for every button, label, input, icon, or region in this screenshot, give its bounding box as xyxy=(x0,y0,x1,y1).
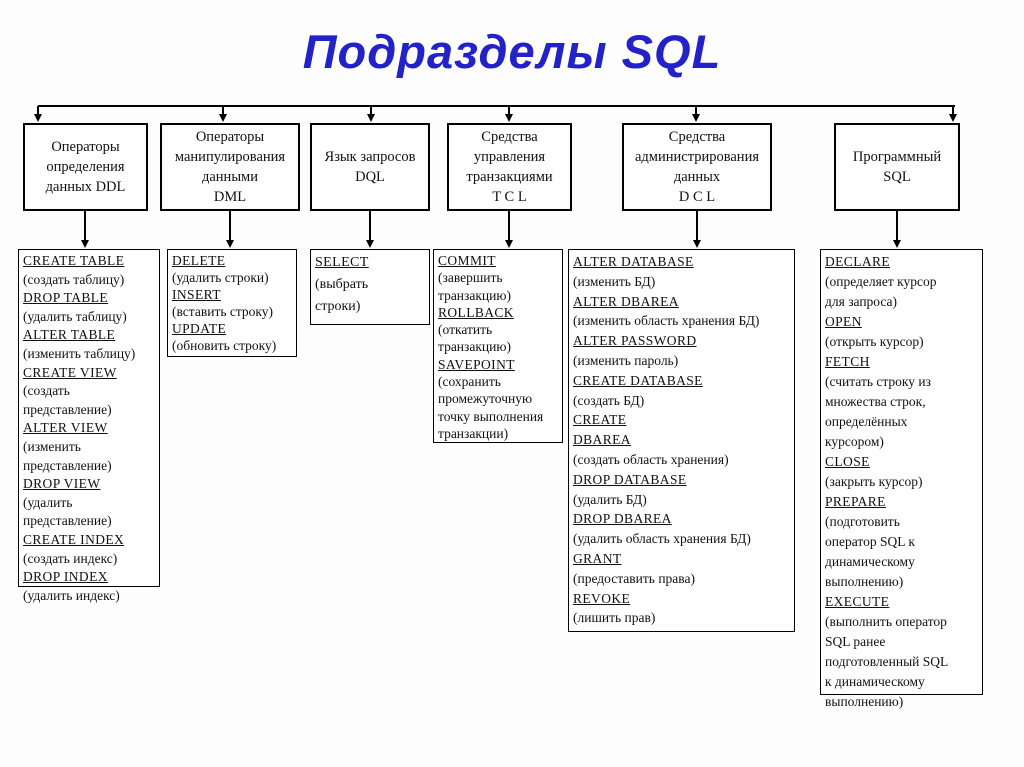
commands-box-dml: DELETE (удалить строки) INSERT (вставить ст… xyxy=(167,249,297,357)
sql-command: CREATE DBAREA xyxy=(573,412,631,448)
arrow-down-icon xyxy=(81,211,89,248)
sql-command-description: (обновить строку) xyxy=(172,338,277,353)
commands-box-prog-sql: DECLARE (определяет курсор для запроса) OP… xyxy=(820,249,983,709)
header-box-dql: Язык запросов DQL xyxy=(310,123,430,211)
sql-command-description: (определяет курсор для запроса) xyxy=(825,274,937,309)
sql-command: CLOSE xyxy=(825,454,870,469)
sql-command-description: (создать представление) xyxy=(23,383,112,417)
sql-command: COMMIT xyxy=(438,253,496,268)
header-label: Средства администрирования данных D C L xyxy=(634,129,759,205)
sql-command: FETCH xyxy=(825,354,870,369)
sql-command: INSERT xyxy=(172,287,221,302)
sql-command-description: (создать область хранения) xyxy=(573,451,729,467)
sql-command-description: (удалить таблицу) xyxy=(23,308,127,324)
sql-command: DROP VIEW xyxy=(23,476,101,492)
header-label: Операторы определения данных DDL xyxy=(45,139,126,195)
sql-command-description: (изменить представление) xyxy=(23,438,112,473)
arrow-down-icon xyxy=(226,211,234,248)
sql-command: ALTER TABLE xyxy=(23,327,116,343)
arrow-down-icon xyxy=(219,106,227,122)
header-label: Программный SQL xyxy=(852,149,942,185)
sql-command: PREPARE xyxy=(825,494,886,509)
sql-command: GRANT xyxy=(573,550,622,566)
arrow-down-icon xyxy=(693,211,701,248)
sql-command: OPEN xyxy=(825,314,862,329)
commands-box-tcl: COMMIT (завершить транзакцию)ROLLBACK (отк… xyxy=(433,249,563,443)
header-box-tcl: Средства управления транзакциями T C L xyxy=(447,123,572,211)
sql-command: ALTER DATABASE xyxy=(573,254,694,269)
sql-command: DROP DATABASE xyxy=(573,471,687,487)
sql-command-description: (лишить прав) xyxy=(573,610,656,626)
header-box-dml: Операторы манипулирования данными DML xyxy=(160,123,300,211)
sql-command-description: (удалить индекс) xyxy=(23,587,120,603)
sql-command: CREATE DATABASE xyxy=(573,372,703,388)
sql-command-description: (изменить таблицу) xyxy=(23,345,136,361)
header-label: Операторы манипулирования данными DML xyxy=(174,129,286,205)
sql-command: CREATE INDEX xyxy=(23,531,125,547)
sql-command-description: (изменить область хранения БД) xyxy=(573,313,760,329)
sql-command-description: (выбрать строки) xyxy=(315,277,369,314)
sql-command: DECLARE xyxy=(825,254,891,269)
sql-command-description: (считать строку из множества строк, опре… xyxy=(825,374,931,449)
sql-command: UPDATE xyxy=(172,321,227,336)
sql-command: DELETE xyxy=(172,253,226,268)
sql-command-description: (создать индекс) xyxy=(23,550,118,566)
commands-box-dql: SELECT (выбрать строки) xyxy=(310,249,430,325)
arrow-down-icon xyxy=(893,211,901,248)
sql-command-description: (выполнить оператор SQL ранее подготовле… xyxy=(825,614,949,709)
sql-command: CREATE VIEW xyxy=(23,364,117,380)
sql-command-description: (удалить БД) xyxy=(573,491,647,507)
sql-command: EXECUTE xyxy=(825,594,890,609)
sql-command-description: (удалить область хранения БД) xyxy=(573,531,751,547)
header-box-dcl: Средства администрирования данных D C L xyxy=(622,123,772,211)
sql-command: ALTER VIEW xyxy=(23,420,108,436)
arrow-down-icon xyxy=(505,211,513,248)
arrow-down-icon xyxy=(366,211,374,248)
arrow-down-icon xyxy=(367,106,375,122)
sql-command-description: (вставить строку) xyxy=(172,304,274,319)
arrow-down-icon xyxy=(34,106,42,122)
sql-command-description: (удалить представление) xyxy=(23,494,112,529)
sql-command: ALTER DBAREA xyxy=(573,293,679,309)
arrow-down-icon xyxy=(505,106,513,122)
arrow-down-icon xyxy=(949,106,957,122)
slide-title: Подразделы SQL xyxy=(302,25,722,78)
sql-command-description: (сохранить промежуточную точку выполнени… xyxy=(438,374,544,441)
header-box-ddl: Операторы определения данных DDL xyxy=(23,123,148,211)
sql-command: ALTER PASSWORD xyxy=(573,333,697,349)
sql-command: CREATE TABLE xyxy=(23,253,125,268)
sql-command-description: (изменить пароль) xyxy=(573,352,679,368)
sql-command-description: (изменить БД) xyxy=(573,273,656,289)
sql-command-description: (подготовить оператор SQL к динамическом… xyxy=(825,514,915,589)
sql-command: DROP TABLE xyxy=(23,290,109,306)
commands-box-ddl: CREATE TABLE (создать таблицу) DROP TABLE (… xyxy=(18,249,160,603)
sql-command: ROLLBACK xyxy=(438,304,514,320)
sql-command: REVOKE xyxy=(573,590,631,606)
sql-command: SAVEPOINT xyxy=(438,356,515,372)
sql-command-description: (создать БД) xyxy=(573,392,645,408)
sql-command-description: (откатить транзакцию) xyxy=(438,322,511,355)
sql-command-description: (создать таблицу) xyxy=(23,271,125,287)
commands-box-dcl: ALTER DATABASE (изменить БД) ALTER DBAREA (… xyxy=(568,249,795,632)
sql-command-description: (завершить транзакцию) xyxy=(438,270,511,303)
sql-command: DROP DBAREA xyxy=(573,511,672,527)
sql-command-description: (закрыть курсор) xyxy=(825,474,923,489)
sql-command: DROP INDEX xyxy=(23,569,108,585)
header-box-prog-sql: Программный SQL xyxy=(834,123,960,211)
arrow-down-icon xyxy=(692,106,700,122)
sql-command: SELECT xyxy=(315,255,369,270)
sql-command-description: (удалить строки) xyxy=(172,270,269,285)
header-label: Средства управления транзакциями T C L xyxy=(466,129,553,205)
header-label: Язык запросов DQL xyxy=(324,149,416,185)
sql-command-description: (предоставить права) xyxy=(573,570,695,586)
sql-command-description: (открыть курсор) xyxy=(825,334,924,349)
